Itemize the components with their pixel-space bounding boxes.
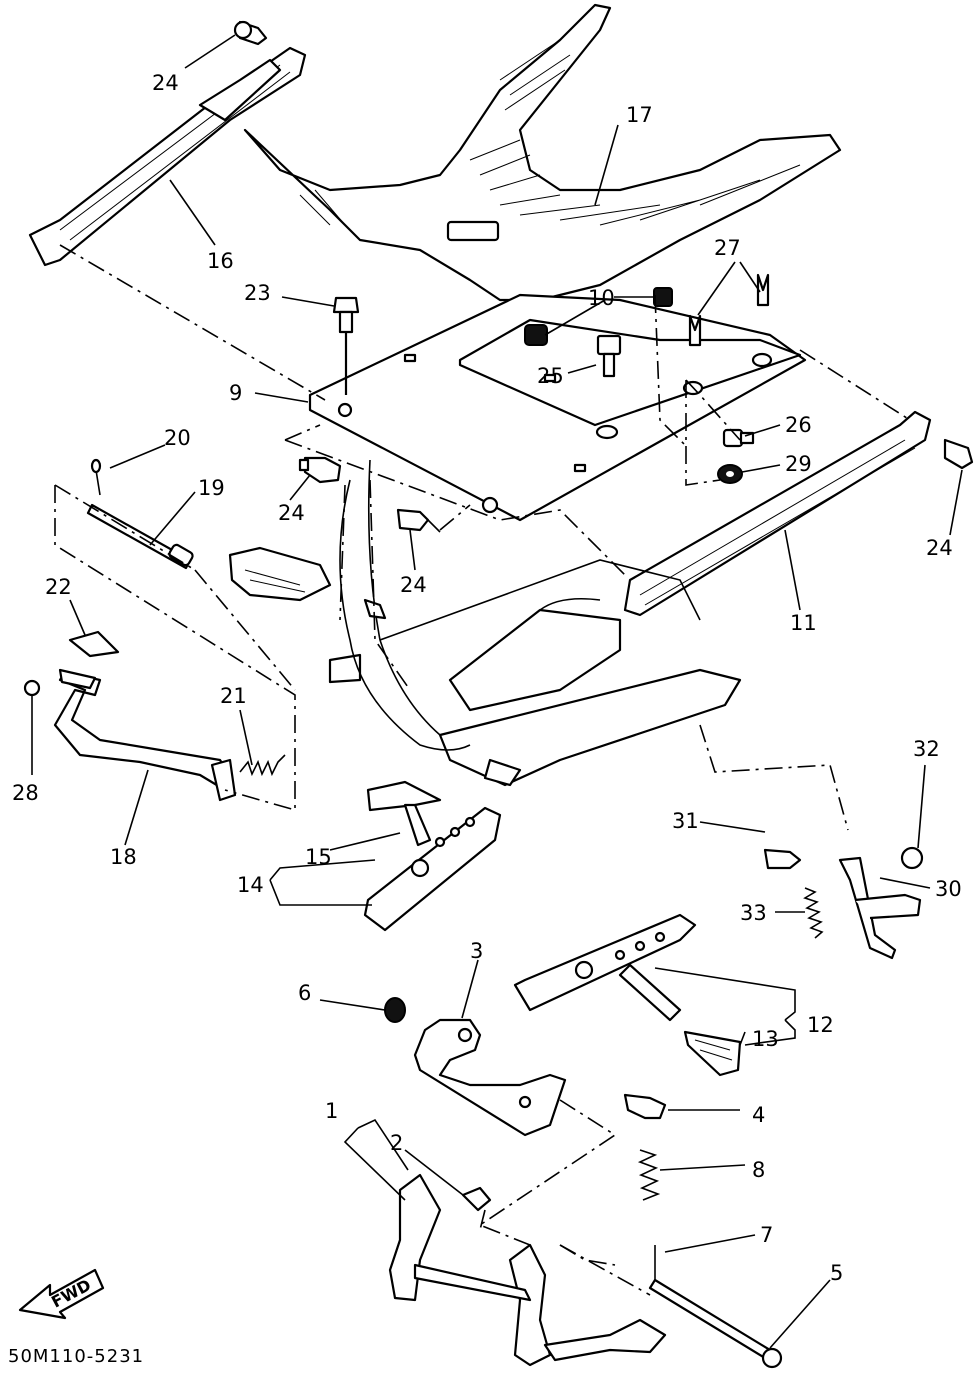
part-25-bolt <box>595 334 622 440</box>
part-22-plate <box>68 630 120 658</box>
callout-27: 27 <box>714 236 741 260</box>
callout-26: 26 <box>785 413 812 437</box>
part-4-bolt <box>623 1093 667 1120</box>
callout-33: 33 <box>740 901 767 925</box>
callout-32: 32 <box>913 737 940 761</box>
callout-17: 17 <box>626 103 653 127</box>
part-10-nut <box>524 287 673 346</box>
part-18-brake-pedal <box>23 668 237 802</box>
part-13-footpeg-rubber <box>683 1030 742 1077</box>
part-24-bolt-mid <box>396 508 441 533</box>
callout-30: 30 <box>935 877 962 901</box>
callout-29: 29 <box>785 452 812 476</box>
callout-3: 3 <box>470 939 483 963</box>
callout-8: 8 <box>752 1158 765 1182</box>
callout-25: 25 <box>537 364 564 388</box>
callout-10: 10 <box>588 286 615 310</box>
callout-12: 12 <box>807 1013 834 1037</box>
callout-28: 28 <box>12 781 39 805</box>
callout-24: 24 <box>278 501 305 525</box>
part-2-stopper <box>461 1186 492 1212</box>
callout-9: 9 <box>229 381 242 405</box>
connector-lines <box>54 244 911 1296</box>
callout-11: 11 <box>790 611 817 635</box>
part-33-spring <box>803 887 824 939</box>
part-21-spring <box>239 754 286 777</box>
drawing-code: 50M110-5231 <box>8 1346 144 1367</box>
callout-21: 21 <box>220 684 247 708</box>
callout-2: 2 <box>390 1131 403 1155</box>
part-31-bolt <box>763 848 802 870</box>
part-17-floor-cover <box>243 3 842 302</box>
part-32-nut <box>900 846 924 870</box>
callout-1: 1 <box>325 1099 338 1123</box>
part-14-footrest <box>363 780 502 932</box>
part-1-main-stand <box>388 1173 667 1367</box>
part-11-right-rail <box>623 410 932 617</box>
part-3-bracket <box>413 1018 567 1137</box>
callout-24: 24 <box>152 71 179 95</box>
part-20-cotter-pin <box>90 458 102 496</box>
part-8-spring <box>637 1149 661 1201</box>
part-12-footrest <box>513 913 697 1022</box>
callout-4: 4 <box>752 1103 765 1127</box>
part-6-nut <box>384 997 406 1023</box>
part-26-bolt <box>722 428 755 448</box>
callout-7: 7 <box>760 1223 773 1247</box>
part-23-bolt <box>332 296 360 395</box>
callout-labels: 24 16 17 23 10 27 9 25 26 29 20 19 24 24… <box>12 71 962 1285</box>
callout-20: 20 <box>164 426 191 450</box>
callout-15: 15 <box>305 845 332 869</box>
fwd-arrow: FWD <box>18 1268 105 1320</box>
callout-24: 24 <box>400 573 427 597</box>
part-30-side-stand <box>838 856 922 960</box>
leader-lines <box>31 34 963 1349</box>
callout-5: 5 <box>830 1261 843 1285</box>
part-24-bolt-mid-left <box>298 456 342 484</box>
part-24-bolt-top <box>233 20 268 46</box>
callout-18: 18 <box>110 845 137 869</box>
callout-6: 6 <box>298 981 311 1005</box>
callout-23: 23 <box>244 281 271 305</box>
part-5-shaft <box>648 1278 783 1369</box>
callout-22: 22 <box>45 575 72 599</box>
callout-19: 19 <box>198 476 225 500</box>
callout-16: 16 <box>207 249 234 273</box>
part-16-left-rail <box>28 46 307 267</box>
floor-plate <box>308 293 807 522</box>
callout-24: 24 <box>926 536 953 560</box>
callout-13: 13 <box>752 1027 779 1051</box>
frame <box>228 459 742 787</box>
part-29-washer <box>717 464 743 484</box>
callout-31: 31 <box>672 809 699 833</box>
callout-14: 14 <box>237 873 264 897</box>
part-24-bolt-right <box>943 438 974 470</box>
